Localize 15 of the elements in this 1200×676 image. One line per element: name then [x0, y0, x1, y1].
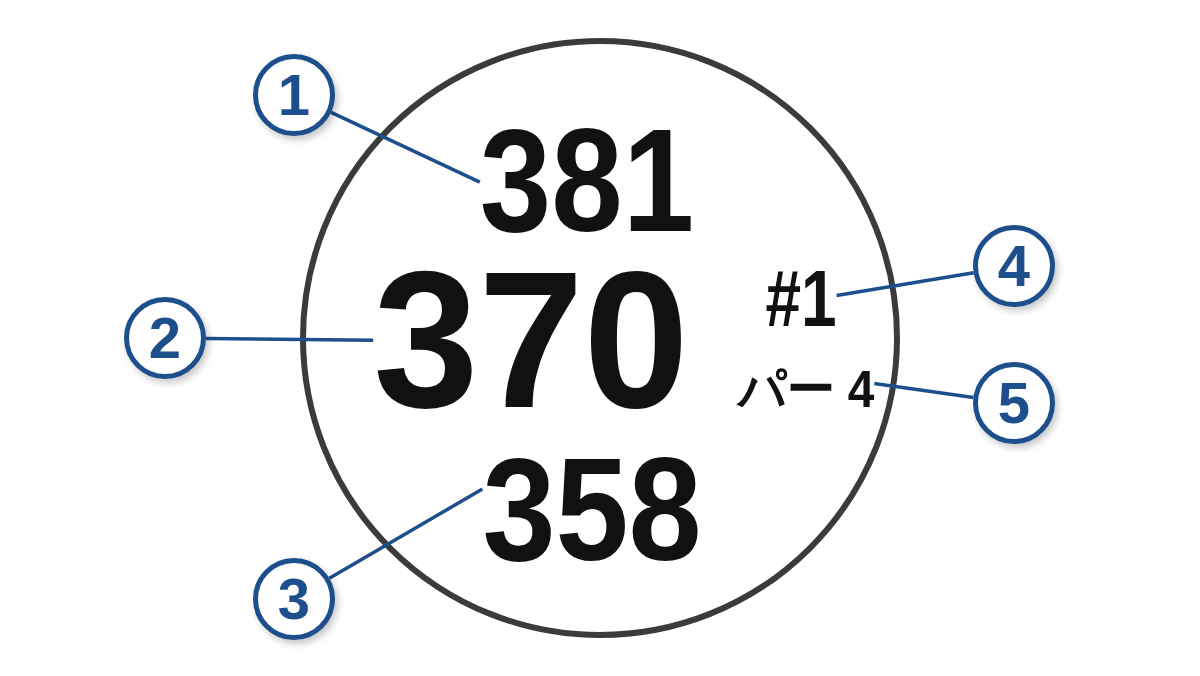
leader-line	[206, 336, 374, 343]
callout-number: 4	[973, 225, 1055, 307]
callout-number: 2	[124, 297, 206, 379]
leader-line	[874, 381, 974, 400]
callout-number: 3	[253, 558, 335, 640]
number-label: 370	[373, 268, 689, 410]
hole-label: #1	[765, 270, 837, 328]
number-label: 381	[479, 128, 695, 234]
callout-number: 1	[253, 54, 335, 136]
callout-number: 5	[973, 362, 1055, 444]
leader-line	[328, 487, 484, 580]
leader-line	[836, 270, 974, 298]
leader-line	[330, 110, 481, 184]
number-label: 358	[482, 457, 702, 563]
par-label: パー 4	[737, 363, 875, 415]
